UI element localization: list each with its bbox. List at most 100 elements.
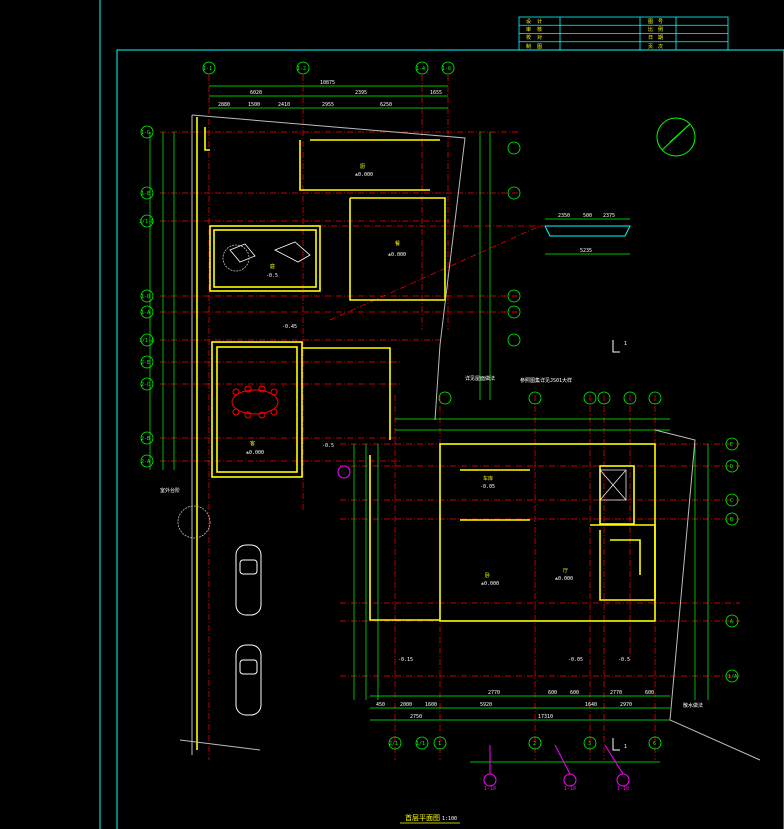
room-bedroom-level: ±0.000 bbox=[481, 581, 499, 587]
dim-top-r3-1: 2880 bbox=[218, 102, 230, 108]
title-block bbox=[518, 16, 729, 51]
grid-bubbles-right bbox=[725, 437, 739, 683]
room-hall: 厅 bbox=[563, 568, 568, 574]
dim-top-r3-3: 2410 bbox=[278, 102, 290, 108]
room-living: 客 bbox=[250, 440, 255, 447]
drawing-scale: 1:100 bbox=[442, 816, 457, 822]
dim-bot-r2-1: 2750 bbox=[410, 714, 422, 720]
detail-dim-2: 500 bbox=[583, 213, 592, 219]
tb-r0c2: 图 bbox=[648, 19, 653, 25]
level-mark-5: -0.5 bbox=[618, 657, 630, 663]
dim-top-r3-2: 1500 bbox=[248, 102, 260, 108]
room-dining-level: ±0.000 bbox=[388, 252, 406, 258]
room-court-level: -0.5 bbox=[266, 273, 278, 279]
axis-bottom-1: 2/1 bbox=[389, 741, 398, 747]
grid-bubbles-bottom bbox=[388, 736, 662, 750]
grid-bubbles-right-wing-top bbox=[438, 391, 662, 405]
axis-top-1: 1-1 bbox=[203, 66, 212, 72]
room-court: 庭 bbox=[270, 263, 275, 270]
room-living-level: ±0.000 bbox=[246, 450, 264, 456]
grid-labels-left: 1-G 1-E 1/1-E 1-D 1-A 1/1-A 2-E 2-C 2-B … bbox=[139, 130, 154, 465]
axis-bottom-3: 1 bbox=[438, 741, 441, 747]
axis-top-3: 1-4 bbox=[416, 66, 425, 72]
axis-left-1: 1-G bbox=[141, 130, 150, 136]
note-3: 散水做法 bbox=[683, 702, 703, 709]
dim-bot-r2-3: 1640 bbox=[585, 702, 597, 708]
walls bbox=[196, 117, 656, 750]
axis-right-6: 1/A bbox=[728, 674, 737, 680]
dim-bot-r2-2: 5920 bbox=[480, 702, 492, 708]
rock-garden-icon bbox=[229, 241, 311, 263]
detail-dimension-texts: 2350 500 2375 5235 bbox=[558, 213, 615, 254]
tb-r3c1: 图 bbox=[537, 44, 542, 50]
dining-table-icon bbox=[231, 385, 279, 419]
tb-r1c1: 核 bbox=[537, 26, 542, 33]
axis-left-10: 2-A bbox=[141, 459, 150, 465]
room-dining: 餐 bbox=[395, 240, 400, 247]
dim-bot-r1-5: 600 bbox=[548, 690, 557, 696]
tb-r2c0: 校 bbox=[526, 34, 531, 41]
tb-r1c2: 比 bbox=[648, 26, 653, 33]
north-arrow-icon bbox=[656, 117, 696, 157]
room-kitchen-level: ±0.000 bbox=[355, 172, 373, 178]
section-mark-1: 1-10 bbox=[484, 786, 496, 792]
room-kitchen: 厨 bbox=[360, 164, 365, 170]
detail-dim-3: 2375 bbox=[603, 213, 615, 219]
bottom-dimension-texts: 450 2000 1600 2770 600 600 2770 600 2750… bbox=[376, 690, 654, 720]
grid-labels-right: E D C B A 1/A bbox=[728, 442, 737, 680]
section-mark-3: 1-10 bbox=[617, 786, 629, 792]
axis-bottom-2: 1/1 bbox=[416, 741, 425, 747]
tb-r1c0: 审 bbox=[526, 26, 531, 33]
axis-right-4: B bbox=[730, 517, 733, 523]
dim-top-r3-5: 6250 bbox=[380, 102, 392, 108]
section-mark-2: 1-10 bbox=[564, 786, 576, 792]
drawing-title: 首层平面图 bbox=[405, 813, 440, 822]
grid-labels-top: 1-1 1-2 1-4 1-6 bbox=[203, 66, 451, 72]
axis-bottom-6: 6 bbox=[653, 741, 656, 747]
room-garage-level: -0.05 bbox=[480, 484, 495, 490]
note-2: 详见屋面做法 bbox=[465, 375, 495, 382]
axis-left-6: 1/1-A bbox=[139, 338, 154, 344]
tb-r0c1: 计 bbox=[537, 18, 542, 25]
level-mark-1: -0.45 bbox=[282, 324, 297, 330]
grid-labels-bottom: 2/1 1/1 1 2 3 6 bbox=[389, 741, 656, 747]
staircase-icon bbox=[599, 469, 627, 501]
section-label-bottom: 1 bbox=[624, 744, 627, 750]
dimension-lines bbox=[149, 85, 709, 763]
axis-left-4: 1-D bbox=[141, 294, 150, 300]
axis-right-5: A bbox=[730, 619, 733, 625]
axis-bottom-5: 3 bbox=[588, 741, 591, 747]
room-labels: 厨 ±0.000 餐 ±0.000 庭 -0.5 客 ±0.000 卧 ±0.0… bbox=[246, 164, 573, 587]
site-boundary bbox=[179, 114, 761, 761]
sheet-frame bbox=[99, 0, 784, 829]
grid-bubbles-right-upper bbox=[507, 141, 521, 347]
axis-right-2: D bbox=[730, 464, 733, 470]
section-label-top: 1 bbox=[624, 341, 627, 347]
tb-r0c0: 设 bbox=[526, 18, 531, 25]
tb-r1c3: 例 bbox=[658, 26, 663, 33]
dim-top-r2-2: 2395 bbox=[355, 90, 367, 96]
axis-left-3: 1/1-E bbox=[139, 219, 154, 225]
note-1: 参照图集详见JS01大样 bbox=[520, 377, 572, 384]
detail-dim-1: 2350 bbox=[558, 213, 570, 219]
axis-right-1: E bbox=[730, 442, 733, 448]
tb-r2c1: 对 bbox=[537, 34, 542, 41]
dim-bot-total: 17310 bbox=[538, 714, 553, 720]
tb-r2c3: 期 bbox=[658, 35, 663, 41]
dim-bot-r1-7: 2770 bbox=[610, 690, 622, 696]
room-bedroom: 卧 bbox=[485, 572, 490, 579]
dim-bot-r1-2: 2000 bbox=[400, 702, 412, 708]
axis-right-3: C bbox=[730, 498, 733, 504]
tb-r3c0: 制 bbox=[526, 43, 531, 50]
section-markers bbox=[337, 465, 630, 787]
note-4: 室外台阶 bbox=[160, 487, 180, 494]
tb-r3c2: 页 bbox=[648, 44, 653, 50]
level-marks: -0.45 -0.5 -0.05 -0.15 -0.5 bbox=[282, 324, 630, 663]
title-block-text: 设 计 图 号 审 核 比 例 校 对 日 期 制 图 页 次 bbox=[526, 18, 663, 50]
axis-left-5: 1-A bbox=[141, 310, 150, 316]
section-mark-labels: 1-10 1-10 1-10 bbox=[484, 786, 629, 792]
car-icon bbox=[235, 544, 262, 716]
section-cut-lines bbox=[612, 340, 620, 751]
level-mark-2: -0.5 bbox=[322, 443, 334, 449]
